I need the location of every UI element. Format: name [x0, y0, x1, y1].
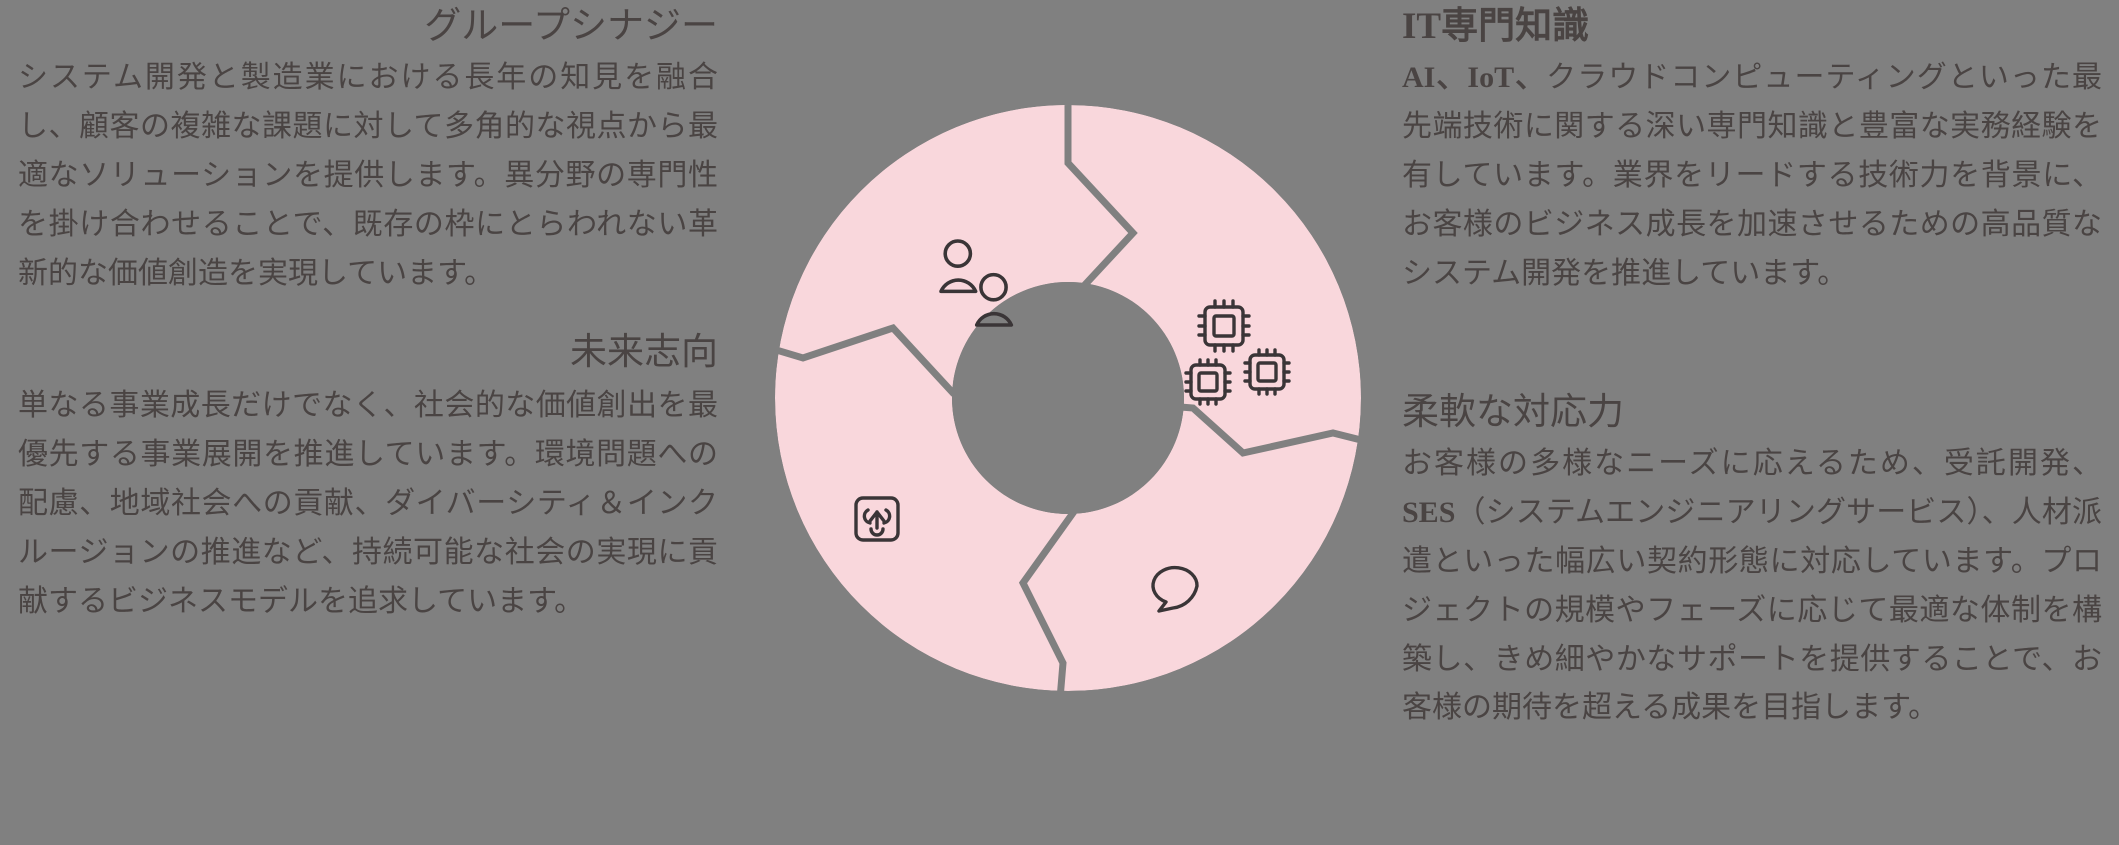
- body-group-synergy-wrap: システム開発と製造業における長年の知見を融合し、顧客の複雑な課題に対して多角的な…: [18, 54, 718, 298]
- body-flexibility-wrap: お客様の多様なニーズに応えるため、受託開発、 SES（システムエンジニアリングサー…: [1402, 440, 2102, 733]
- body-flexibility-part2: （システムエンジニアリングサービス）、人材派遣といった幅広い契約形態に対応してい…: [1402, 495, 2102, 725]
- body-flexibility-bold: SES: [1402, 495, 1456, 529]
- body-group-synergy: システム開発と製造業における長年の知見を融合し、顧客の複雑な課題に対して多角的な…: [18, 61, 718, 290]
- heading-future-oriented: 未来志向: [570, 332, 718, 373]
- section-it-expertise: IT専門知識: [1402, 4, 2102, 50]
- body-it-expertise-rest: クラウドコンピューティングといった最先端技術に関する深い専門知識と豊富な実務経験…: [1402, 61, 2102, 290]
- heading-it-expertise: IT専門知識: [1402, 6, 1590, 47]
- body-future-oriented-wrap: 単なる事業成長だけでなく、社会的な価値創出を最優先する事業展開を推進しています。…: [18, 382, 718, 626]
- donut-diagram: [773, 103, 1363, 693]
- heading-flexibility: 柔軟な対応力: [1402, 392, 1624, 433]
- heading-group-synergy: グループシナジー: [424, 6, 718, 47]
- section-group-synergy: グループシナジー: [18, 4, 718, 50]
- body-it-expertise-wrap: AI、IoT、クラウドコンピューティングといった最先端技術に関する深い専門知識と…: [1402, 54, 2102, 298]
- users-icon: [939, 239, 1014, 327]
- section-flexibility: 柔軟な対応力: [1402, 390, 2102, 436]
- body-flexibility: お客様の多様なニーズに応えるため、受託開発、 SES（システムエンジニアリングサー…: [1402, 440, 2102, 733]
- donut-svg: [773, 103, 1363, 693]
- body-future-oriented: 単なる事業成長だけでなく、社会的な価値創出を最優先する事業展開を推進しています。…: [18, 389, 718, 618]
- body-flexibility-part1: お客様の多様なニーズに応えるため、受託開発、: [1402, 447, 2102, 480]
- body-it-expertise: AI、IoT、クラウドコンピューティングといった最先端技術に関する深い専門知識と…: [1402, 54, 2102, 298]
- cpu-chips-icon: [1184, 299, 1291, 406]
- section-future-oriented: 未来志向: [18, 330, 718, 376]
- chat-bubble-icon: [1151, 565, 1199, 613]
- recycle-icon: [854, 496, 900, 542]
- donut-hub: [952, 282, 1184, 514]
- body-it-expertise-lead: AI、IoT、: [1402, 61, 1547, 94]
